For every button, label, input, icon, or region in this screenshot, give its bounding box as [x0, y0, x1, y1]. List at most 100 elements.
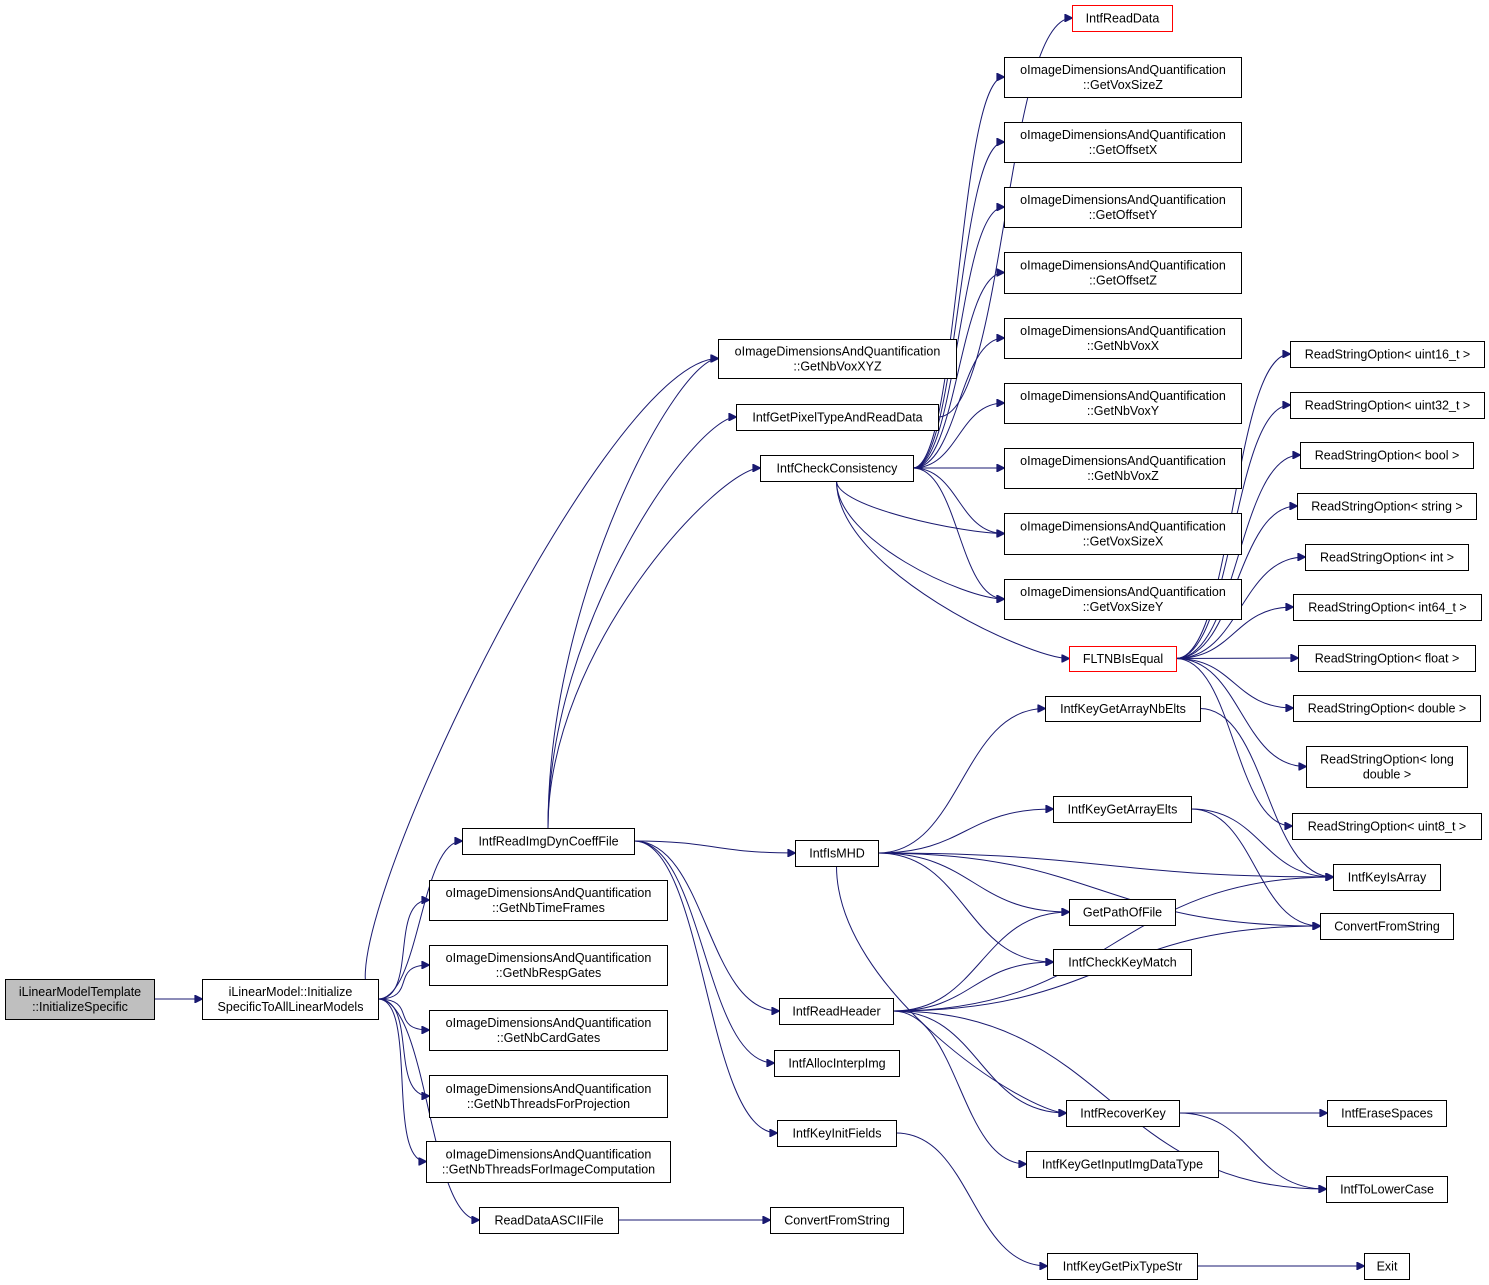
node-voxSizeX[interactable]: oImageDimensionsAndQuantification::GetVo… — [1004, 513, 1242, 555]
node-keyIsArray[interactable]: IntfKeyIsArray — [1333, 864, 1441, 891]
node-label: ReadStringOption< int > — [1320, 551, 1454, 565]
node-box — [1293, 695, 1481, 722]
node-offsetY[interactable]: oImageDimensionsAndQuantification::GetOf… — [1004, 187, 1242, 228]
edge-readImgDyn-to-readHeader — [633, 840, 779, 1011]
node-box — [1333, 864, 1441, 891]
edge-readImgDyn-to-checkConsistency — [547, 468, 760, 829]
node-label: ::GetNbVoxY — [1087, 404, 1160, 418]
node-voxSizeZ[interactable]: oImageDimensionsAndQuantification::GetVo… — [1004, 57, 1242, 98]
node-label: ::GetNbCardGates — [497, 1031, 601, 1045]
node-isMHD[interactable]: IntfIsMHD — [795, 840, 879, 867]
node-keyGetInputImgDataType[interactable]: IntfKeyGetInputImgDataType — [1026, 1151, 1219, 1178]
node-nbCardGates[interactable]: oImageDimensionsAndQuantification::GetNb… — [429, 1010, 668, 1051]
node-keyGetArrayNbElts[interactable]: IntfKeyGetArrayNbElts — [1045, 696, 1201, 722]
node-recoverKey[interactable]: IntfRecoverKey — [1066, 1100, 1180, 1127]
edge-readImgDyn-to-nbVoxXYZ — [547, 359, 718, 829]
node-nbVoxZ[interactable]: oImageDimensionsAndQuantification::GetNb… — [1004, 448, 1242, 489]
node-box — [760, 455, 914, 482]
node-box — [774, 1050, 900, 1077]
node-nbThreadsProj[interactable]: oImageDimensionsAndQuantification::GetNb… — [429, 1075, 668, 1118]
node-readHeader[interactable]: IntfReadHeader — [779, 998, 894, 1025]
node-label: IntfKeyGetPixTypeStr — [1063, 1260, 1183, 1274]
edge-initAll-to-readAscii — [377, 998, 479, 1220]
node-label: ReadStringOption< uint8_t > — [1308, 820, 1466, 834]
node-box — [1004, 252, 1242, 294]
node-checkConsistency[interactable]: IntfCheckConsistency — [760, 455, 914, 482]
node-label: IntfCheckKeyMatch — [1068, 956, 1176, 970]
edge-checkConsistency-to-offsetY — [912, 207, 1004, 469]
node-offsetX[interactable]: oImageDimensionsAndQuantification::GetOf… — [1004, 122, 1242, 163]
node-rsoUint16[interactable]: ReadStringOption< uint16_t > — [1290, 341, 1485, 368]
node-nbTimeFrames[interactable]: oImageDimensionsAndQuantification::GetNb… — [429, 880, 668, 921]
node-allocInterp[interactable]: IntfAllocInterpImg — [774, 1050, 900, 1077]
node-label: oImageDimensionsAndQuantification — [1020, 193, 1226, 207]
node-rsoDouble[interactable]: ReadStringOption< double > — [1293, 695, 1481, 722]
node-nbVoxX[interactable]: oImageDimensionsAndQuantification::GetNb… — [1004, 318, 1242, 359]
edge-isMHD-to-getPathOfFile — [877, 852, 1069, 912]
edge-fltnbIsEqual-to-rsoUint8 — [1175, 658, 1292, 827]
node-label: oImageDimensionsAndQuantification — [1020, 454, 1226, 468]
edge-readImgDyn-to-isMHD — [633, 840, 795, 853]
node-exit[interactable]: Exit — [1364, 1253, 1410, 1280]
edge-checkConsistency-to-voxSizeY — [836, 480, 1005, 599]
edge-isMHD-to-convertFromString2 — [877, 852, 1320, 926]
node-rsoInt[interactable]: ReadStringOption< int > — [1305, 544, 1469, 571]
node-nbThreadsImg[interactable]: oImageDimensionsAndQuantification::GetNb… — [426, 1141, 671, 1183]
node-rsoFloat[interactable]: ReadStringOption< float > — [1298, 645, 1476, 672]
node-root[interactable]: iLinearModelTemplate::InitializeSpecific — [5, 979, 155, 1020]
edge-isMHD-to-checkKeyMatch — [877, 852, 1053, 962]
node-checkKeyMatch[interactable]: IntfCheckKeyMatch — [1053, 949, 1192, 976]
node-toLowerCase[interactable]: IntfToLowerCase — [1326, 1176, 1448, 1203]
node-convertFromString1[interactable]: ConvertFromString — [770, 1207, 904, 1234]
node-rsoInt64[interactable]: ReadStringOption< int64_t > — [1293, 594, 1482, 621]
edge-keyGetArrayElts-to-keyIsArray — [1190, 808, 1333, 877]
edge-checkConsistency-to-fltnbIsEqual — [836, 480, 1070, 659]
edge-fltnbIsEqual-to-rsoLongDouble — [1175, 658, 1306, 767]
node-getPathOfFile[interactable]: GetPathOfFile — [1069, 899, 1176, 926]
node-voxSizeY[interactable]: oImageDimensionsAndQuantification::GetVo… — [1004, 579, 1242, 620]
node-initAll[interactable]: iLinearModel::InitializeSpecificToAllLin… — [202, 979, 379, 1020]
node-box — [1045, 696, 1201, 722]
node-label: ReadStringOption< long — [1320, 753, 1454, 767]
node-box — [1290, 341, 1485, 368]
node-readImgDyn[interactable]: IntfReadImgDynCoeffFile — [462, 828, 635, 855]
edge-fltnbIsEqual-to-rsoDouble — [1175, 658, 1293, 709]
node-label: IntfReadData — [1086, 12, 1160, 26]
node-box — [1069, 646, 1177, 672]
node-label: ::GetVoxSizeZ — [1083, 78, 1163, 92]
edge-checkConsistency-to-offsetX — [912, 142, 1004, 469]
node-readAscii[interactable]: ReadDataASCIIFile — [479, 1207, 619, 1234]
node-offsetZ[interactable]: oImageDimensionsAndQuantification::GetOf… — [1004, 252, 1242, 294]
node-getPixelType[interactable]: IntfGetPixelTypeAndReadData — [736, 404, 939, 431]
node-nbVoxY[interactable]: oImageDimensionsAndQuantification::GetNb… — [1004, 383, 1242, 424]
node-box — [429, 945, 668, 986]
node-rsoBool[interactable]: ReadStringOption< bool > — [1300, 442, 1474, 469]
edge-isMHD-to-keyIsArray — [877, 852, 1333, 877]
node-rsoUint32[interactable]: ReadStringOption< uint32_t > — [1290, 392, 1485, 419]
node-label: IntfToLowerCase — [1340, 1183, 1434, 1197]
node-eraseSpaces[interactable]: IntfEraseSpaces — [1327, 1100, 1447, 1127]
node-keyGetPixTypeStr[interactable]: IntfKeyGetPixTypeStr — [1047, 1253, 1198, 1280]
node-keyInitFields[interactable]: IntfKeyInitFields — [777, 1120, 897, 1147]
node-label: oImageDimensionsAndQuantification — [1020, 128, 1226, 142]
node-keyGetArrayElts[interactable]: IntfKeyGetArrayElts — [1053, 796, 1192, 823]
node-rsoUint8[interactable]: ReadStringOption< uint8_t > — [1292, 813, 1482, 840]
node-rsoString[interactable]: ReadStringOption< string > — [1297, 493, 1477, 520]
node-label: ReadStringOption< uint16_t > — [1305, 348, 1470, 362]
node-box — [1320, 913, 1454, 940]
node-nbRespGates[interactable]: oImageDimensionsAndQuantification::GetNb… — [429, 945, 668, 986]
node-nbVoxXYZ[interactable]: oImageDimensionsAndQuantification::GetNb… — [718, 339, 957, 379]
node-box — [1026, 1151, 1219, 1178]
node-readData[interactable]: IntfReadData — [1072, 5, 1173, 32]
node-convertFromString2[interactable]: ConvertFromString — [1320, 913, 1454, 940]
node-label: IntfAllocInterpImg — [788, 1057, 885, 1071]
node-fltnbIsEqual[interactable]: FLTNBIsEqual — [1069, 646, 1177, 672]
node-box — [1004, 513, 1242, 555]
node-box — [1327, 1100, 1447, 1127]
node-label: IntfKeyGetInputImgDataType — [1042, 1158, 1203, 1172]
node-box — [1298, 645, 1476, 672]
node-box — [1069, 899, 1176, 926]
edge-keyInitFields-to-keyGetPixTypeStr — [895, 1132, 1047, 1266]
node-box — [736, 404, 939, 431]
